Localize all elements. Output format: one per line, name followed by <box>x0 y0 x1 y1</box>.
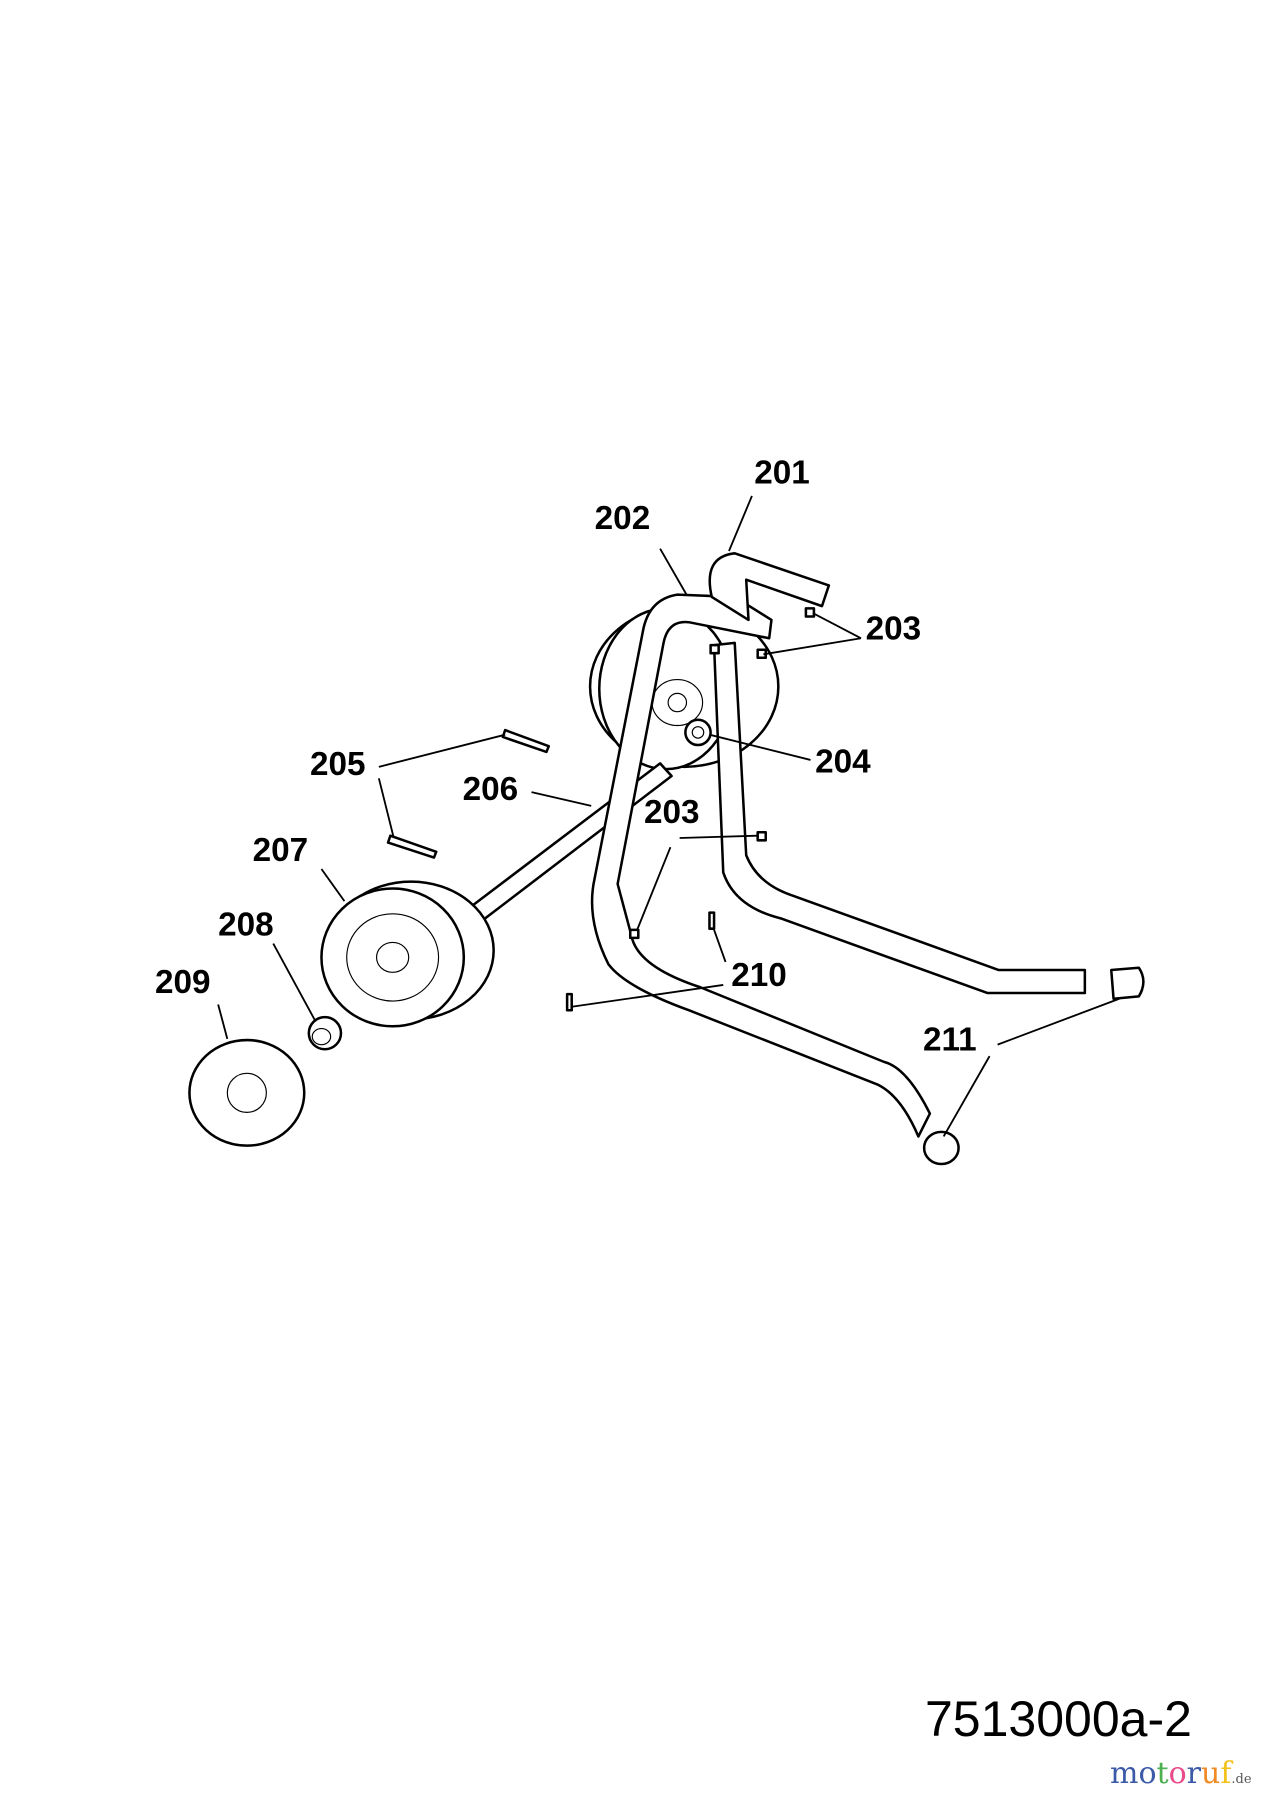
label-209: 209 <box>155 964 211 1001</box>
logo-letter: o <box>1168 1756 1187 1791</box>
label-210: 210 <box>731 957 787 994</box>
nuts <box>628 607 816 940</box>
label-202: 202 <box>595 500 651 537</box>
label-201: 201 <box>754 454 810 491</box>
pin-lower <box>565 992 573 1012</box>
bolt-lower <box>386 834 438 859</box>
logo-letter: r <box>1186 1756 1201 1791</box>
logo-letter: u <box>1200 1756 1221 1791</box>
label-206: 206 <box>463 771 519 808</box>
motoruf-logo: motoruf.de <box>1110 1756 1252 1791</box>
end-cap-upper <box>1109 966 1145 1000</box>
label-203-top: 203 <box>866 610 922 647</box>
front-wheel <box>320 880 495 1028</box>
logo-letter: m <box>1110 1756 1139 1791</box>
label-207: 207 <box>253 832 309 869</box>
bolt-upper <box>501 728 551 754</box>
frame-front <box>590 593 932 1138</box>
end-cap-lower <box>922 1130 960 1166</box>
logo-letter: t <box>1156 1756 1169 1791</box>
handle <box>708 552 831 622</box>
wheel-cover <box>188 1038 306 1147</box>
label-203-bottom: 203 <box>644 794 700 831</box>
pin-upper <box>708 911 716 930</box>
hub-cap <box>307 1015 343 1051</box>
drawing-code: 7513000a-2 <box>925 1691 1192 1747</box>
label-208: 208 <box>218 907 274 944</box>
logo-letter: f <box>1220 1756 1232 1791</box>
logo-letter: o <box>1138 1756 1157 1791</box>
label-204: 204 <box>815 744 871 781</box>
frame-rear <box>712 641 1087 995</box>
label-205: 205 <box>310 746 366 783</box>
leader-lines <box>217 495 1120 1137</box>
label-211: 211 <box>923 1021 977 1058</box>
bushing <box>684 718 712 747</box>
